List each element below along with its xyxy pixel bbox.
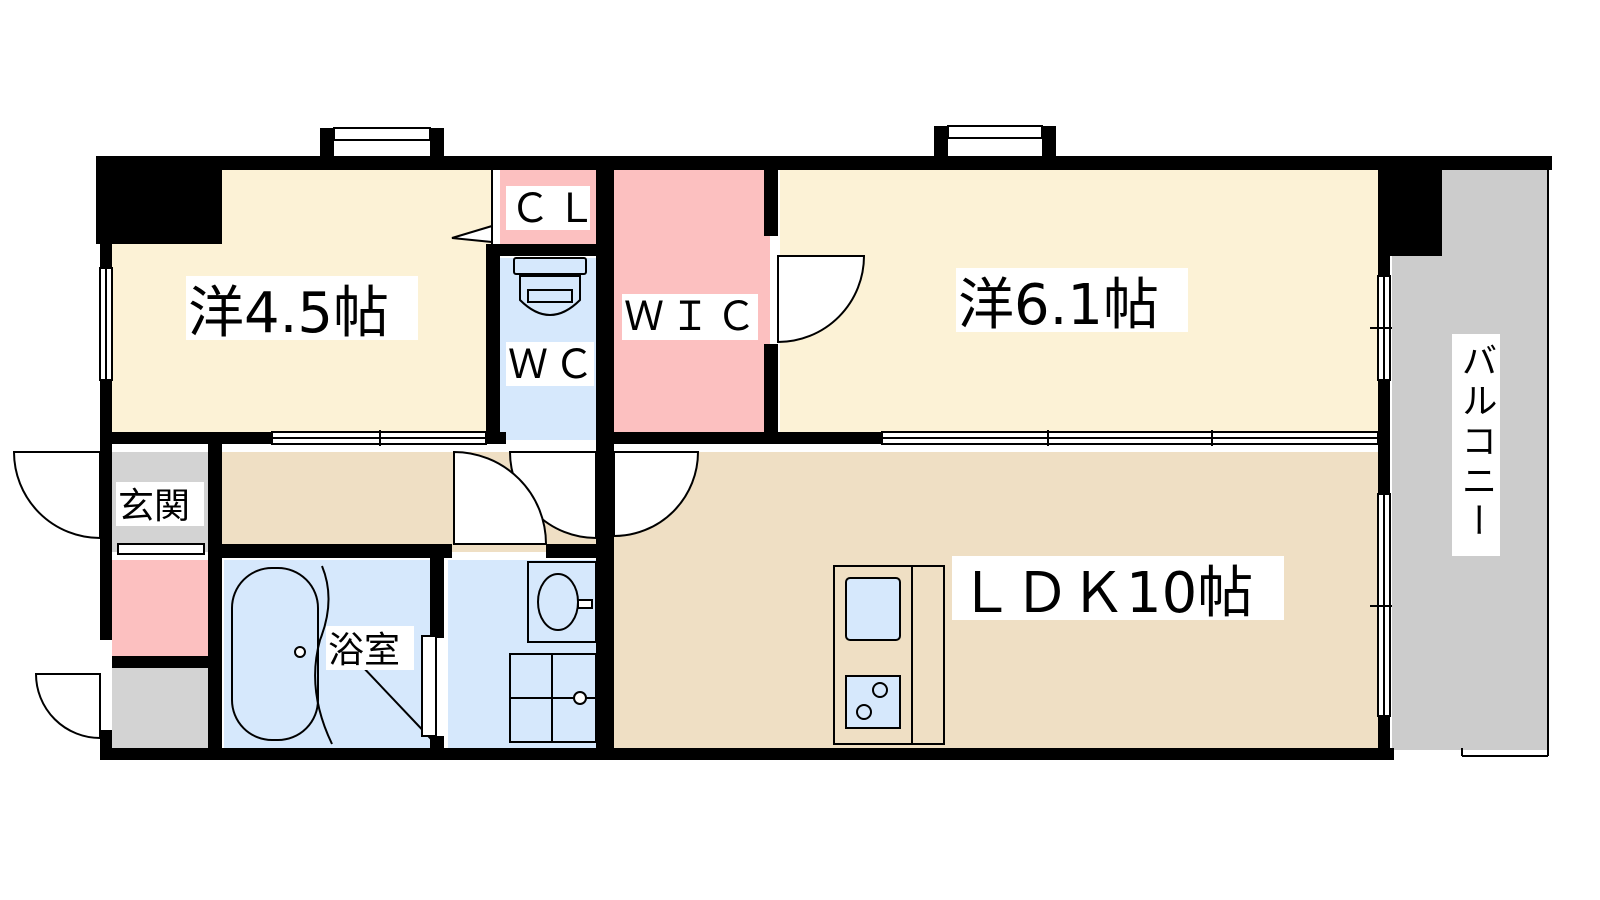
room-label-balcony: バルコニー [1456,342,1497,542]
room-label-closet: ＣＬ [510,186,602,232]
room-label-entrance: 玄関 [118,486,190,527]
room-label-western-small: 洋4.5帖 [188,281,389,346]
label-backgrounds [116,186,1500,670]
room-label-western-large: 洋6.1帖 [958,273,1159,338]
windows [99,160,1549,757]
room-storage-fill [112,668,212,750]
room-label-bathroom: 浴室 [328,630,400,671]
room-label-toilet: ＷＣ [508,342,600,388]
walls [96,125,1552,760]
doors [12,170,866,740]
room-label-wic: ＷＩＣ [624,294,762,340]
fixtures [231,257,945,745]
room-shoebox-fill [112,560,212,658]
room-label-ldk: ＬＤＫ10帖 [958,561,1253,626]
